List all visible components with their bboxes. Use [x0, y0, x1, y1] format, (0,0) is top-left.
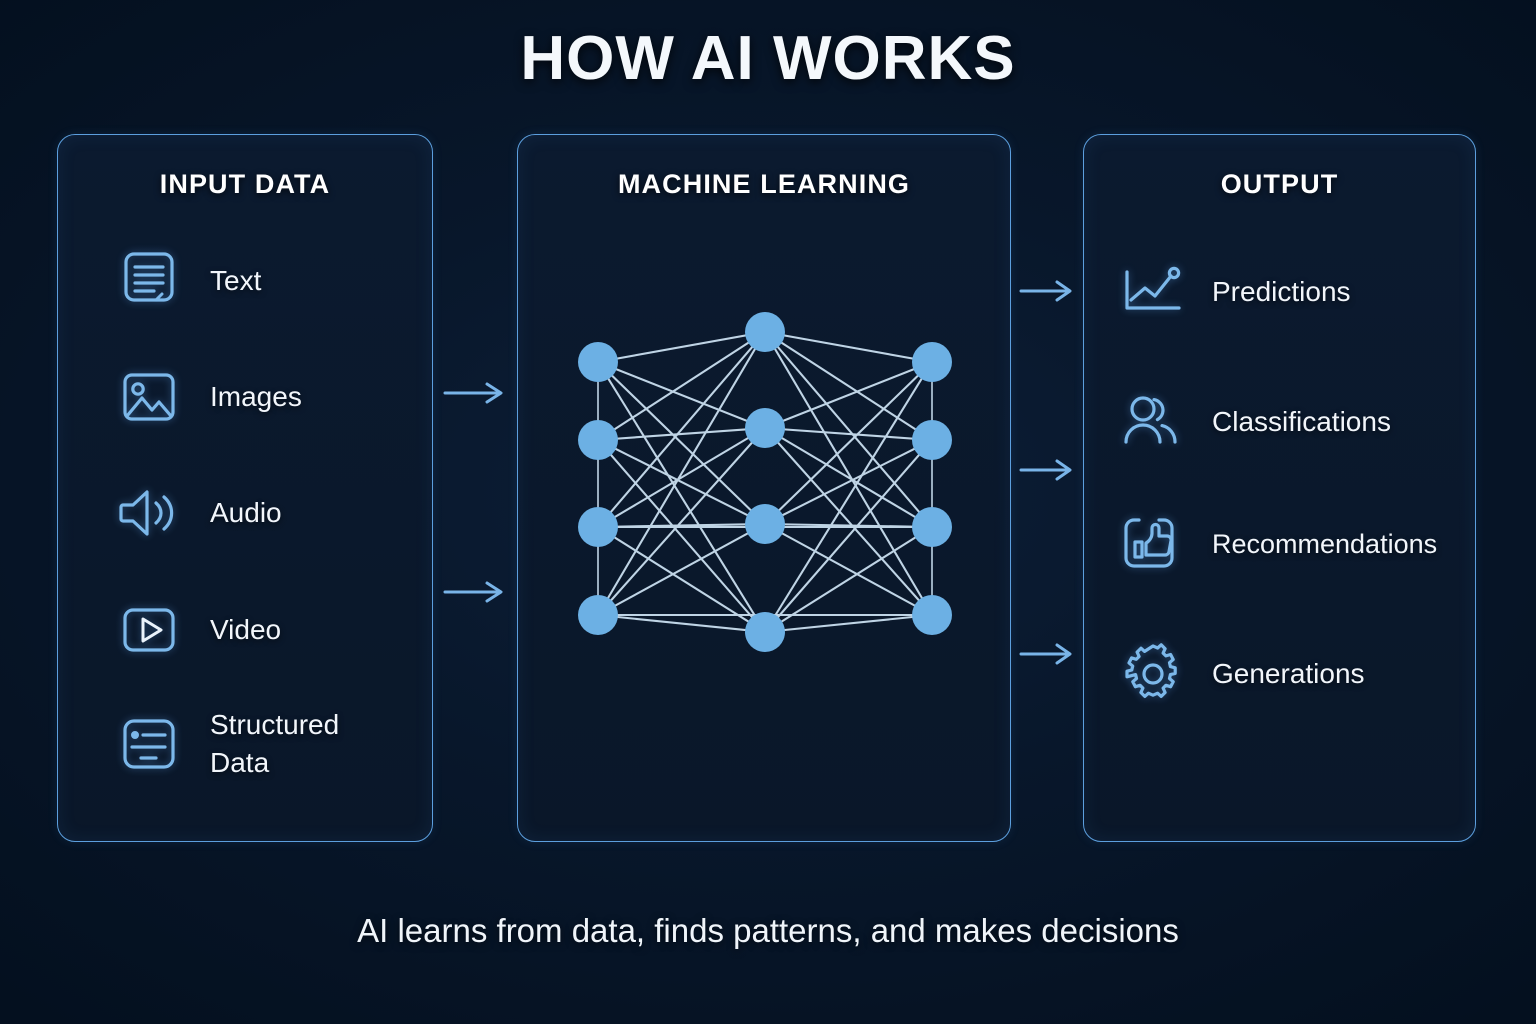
neural-node-1-2: [745, 504, 785, 544]
list-item-label: Predictions: [1212, 275, 1351, 307]
panel-input-title: INPUT DATA: [159, 169, 331, 199]
gear-icon: [1114, 635, 1192, 713]
neural-node-1-0: [745, 312, 785, 352]
arrow-input-to-ml-1: [441, 380, 511, 406]
list-item-label: Classifications: [1212, 405, 1391, 437]
caption-text: AI learns from data, finds patterns, and…: [357, 912, 1179, 949]
neural-node-2-1: [912, 420, 952, 460]
list-item-label: Recommendations: [1212, 528, 1438, 559]
neural-node-1-3: [745, 612, 785, 652]
list-box-icon: [110, 705, 188, 783]
neural-node-2-0: [912, 342, 952, 382]
arrow-input-to-ml-2: [441, 579, 511, 605]
arrow-ml-to-output-3: [1018, 641, 1080, 667]
thumbs-up-icon: [1114, 505, 1192, 583]
list-item-label: Video: [210, 613, 282, 645]
speaker-icon: [110, 474, 188, 552]
neural-node-0-2: [578, 507, 618, 547]
list-item-label: Structured Data: [210, 708, 340, 778]
arrow-ml-to-output-2: [1018, 457, 1080, 483]
list-item-label: Images: [210, 380, 302, 412]
list-item-recommendations[interactable]: Recommendations: [1114, 505, 1437, 583]
neural-node-2-2: [912, 507, 952, 547]
panel-output: OUTPUT Predictions: [1083, 134, 1476, 842]
panel-output-title: OUTPUT: [1220, 169, 1339, 199]
list-item-label: Audio: [210, 496, 282, 528]
list-item-text[interactable]: Text: [110, 242, 261, 320]
list-item-label: Generations: [1212, 657, 1365, 689]
panel-machine-learning: MACHINE LEARNING: [517, 134, 1011, 842]
trend-chart-icon: [1114, 253, 1192, 331]
people-icon: [1114, 383, 1192, 461]
list-item-predictions[interactable]: Predictions: [1114, 253, 1351, 331]
neural-node-2-3: [912, 595, 952, 635]
arrow-ml-to-output-1: [1018, 278, 1080, 304]
image-icon: [110, 358, 188, 436]
list-item-generations[interactable]: Generations: [1114, 635, 1365, 713]
neural-network-diagram: [517, 134, 1009, 840]
neural-node-0-0: [578, 342, 618, 382]
list-item-audio[interactable]: Audio: [110, 474, 282, 552]
play-box-icon: [110, 591, 188, 669]
list-item-video[interactable]: Video: [110, 591, 281, 669]
list-item-images[interactable]: Images: [110, 358, 302, 436]
list-item-label: Text: [210, 264, 262, 296]
list-item-structured-data[interactable]: Structured Data: [110, 705, 339, 783]
neural-node-0-3: [578, 595, 618, 635]
document-icon: [110, 242, 188, 320]
page-title: HOW AI WORKS: [520, 24, 1016, 93]
neural-node-1-1: [745, 408, 785, 448]
neural-node-0-1: [578, 420, 618, 460]
list-item-classifications[interactable]: Classifications: [1114, 383, 1391, 461]
panel-input-data: INPUT DATA Text: [57, 134, 433, 842]
panel-ml-title: MACHINE LEARNING: [617, 169, 911, 199]
